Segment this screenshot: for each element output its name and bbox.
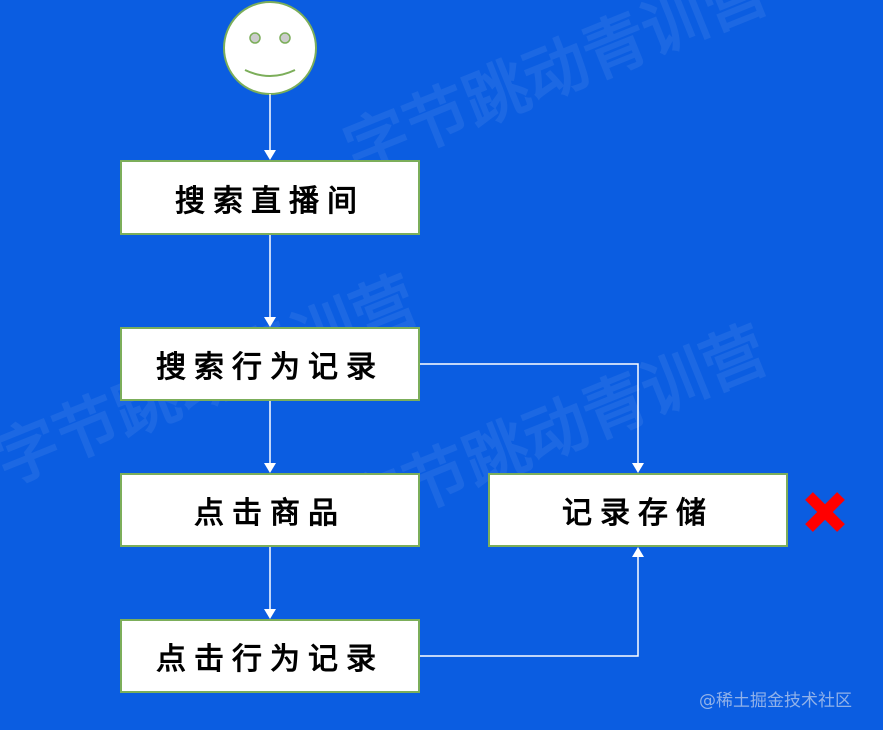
arrow-searchlog-to-storage xyxy=(420,363,639,463)
node-label: 记录存储 xyxy=(562,496,714,531)
credit-text: @稀土掘金技术社区 xyxy=(699,691,852,711)
arrow-clicklog-to-storage xyxy=(420,557,639,657)
cross-icon xyxy=(805,492,845,532)
smiley-icon xyxy=(223,1,317,95)
node-search-room: 搜索直播间 xyxy=(120,160,420,235)
node-click-log: 点击行为记录 xyxy=(120,619,420,693)
node-label: 点击行为记录 xyxy=(156,642,384,677)
node-label: 搜索直播间 xyxy=(175,183,365,219)
arrowheads xyxy=(264,150,644,619)
node-label: 点击商品 xyxy=(194,496,346,531)
node-storage: 记录存储 xyxy=(488,473,788,547)
node-label: 搜索行为记录 xyxy=(156,350,384,385)
node-search-log: 搜索行为记录 xyxy=(120,327,420,401)
node-click-item: 点击商品 xyxy=(120,473,420,547)
